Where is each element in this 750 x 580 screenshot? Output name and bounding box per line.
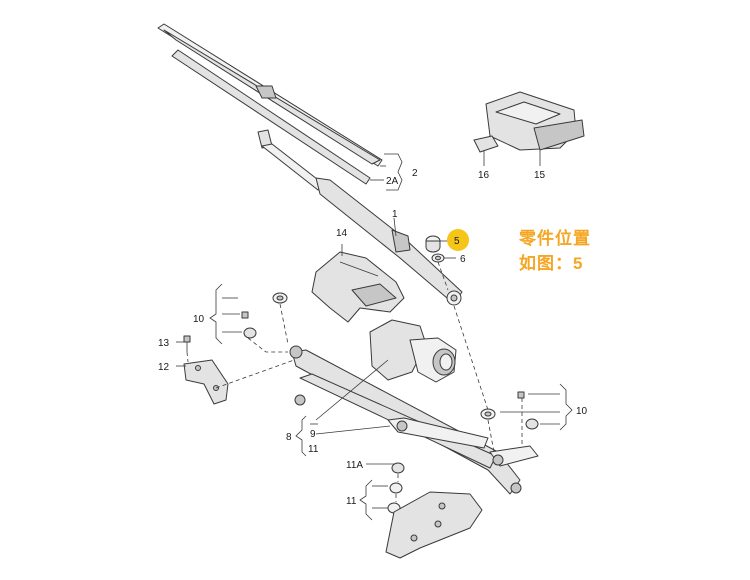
callout-11: 11 [308,444,319,455]
connector-16-part [473,135,499,153]
part-5-highlight [447,229,469,251]
callout-16: 16 [478,170,490,181]
part-location-note: 零件位置 如图：5 [519,226,591,276]
wiper-arm [257,129,463,306]
callout-10-right: 10 [576,406,588,417]
callout-brackets [209,283,573,521]
cover-14-part [311,251,405,323]
callout-11a: 11A [346,460,363,471]
callout-15: 15 [534,170,546,181]
callout-2: 2 [412,168,418,179]
part-location-title: 零件位置 [519,229,591,248]
callout-13: 13 [158,338,170,349]
lower-bracket-part [385,462,483,559]
linkage-frame-part [289,345,539,495]
fasteners-10-left [241,292,288,339]
assembly-lines [186,261,523,502]
leader-lines [176,150,541,465]
callout-12: 12 [158,362,170,373]
nut-5-part [425,235,441,253]
washer-6-part [431,253,445,263]
callout-6: 6 [460,254,466,265]
wiper-motor-part [369,319,457,383]
control-unit-15-part [485,91,585,151]
callout-5: 5 [454,236,460,247]
bolt-13-part [183,335,191,352]
callout-1: 1 [392,209,398,220]
callout-11-lower: 11 [346,496,357,507]
callout-10-left: 10 [193,314,205,325]
callout-8: 8 [286,432,292,443]
bracket-12-part [183,359,229,405]
callout-9: 9 [310,429,316,440]
wiper-blade [157,23,383,185]
part-location-reference: 如图：5 [519,254,584,273]
fasteners-10-right [480,391,539,430]
callout-2a: 2A [386,176,399,187]
callout-14: 14 [336,228,348,239]
